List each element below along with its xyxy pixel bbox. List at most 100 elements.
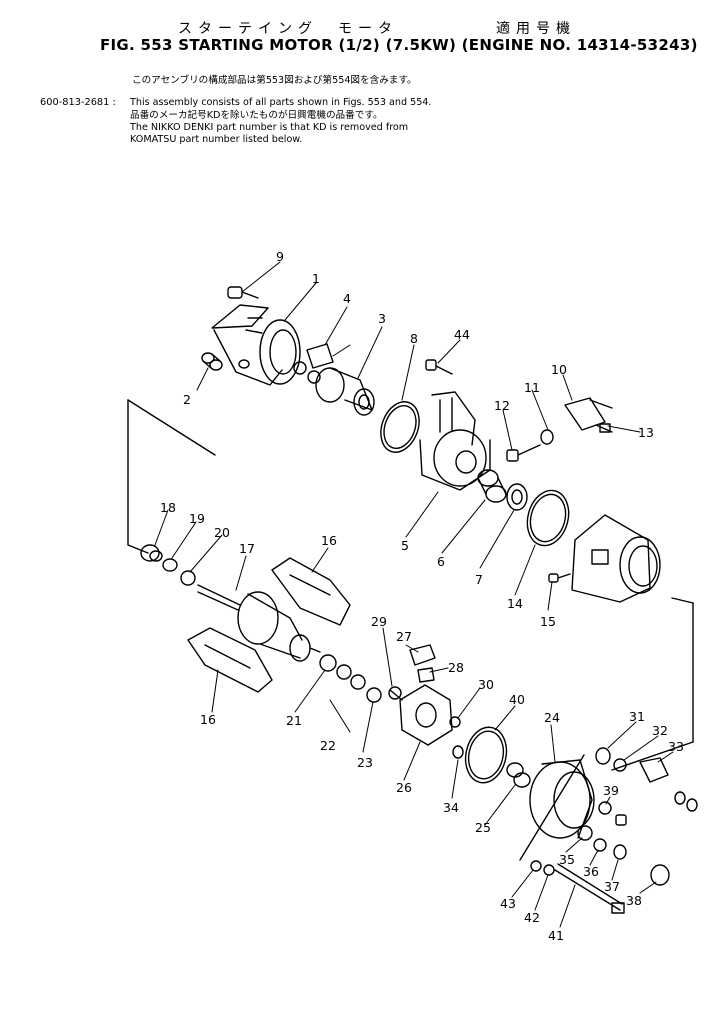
part-12-bolt [506,444,541,462]
part-43-washer [530,860,542,872]
callout-11: 11 [524,380,540,395]
note-line-5: KOMATSU part number listed below. [130,134,303,145]
part-22-washer-b [350,674,366,690]
part-18-cap [140,544,163,562]
callout-34: 34 [443,800,459,815]
part-3-pinion-clutch [315,367,375,416]
part-41-through-bolt [554,863,625,914]
leader-lines [154,261,674,928]
callout-7: 7 [475,572,483,587]
note-line-1: このアセンブリの構成部品は第553図および第554図を含みます。 [132,75,417,86]
callout-25: 25 [475,820,491,835]
callout-26: 26 [396,780,412,795]
callout-1: 1 [312,271,320,286]
callout-41: 41 [548,928,564,943]
callout-33: 33 [668,739,684,754]
part-9-screw [227,286,259,299]
part-5-center-housing [419,391,491,491]
callout-16-lower: 16 [200,712,216,727]
part-32-washer [613,758,627,772]
part-40-o-ring [464,726,508,784]
part-21-washer [319,654,337,672]
part-29-spring [388,686,403,701]
part-33-nut-a [674,791,686,805]
part-34-washer [452,745,464,759]
callout-42: 42 [524,910,540,925]
part-7-bearing [506,483,528,511]
part-37-nut [613,844,627,860]
part-4-bushings [293,343,334,384]
group-line-left [127,399,149,554]
callout-40: 40 [509,692,525,707]
note-line-3: 品番のメーカ記号KDを除いたものが日興電機の品番です。 [130,110,383,121]
callout-17: 17 [239,541,255,556]
part-42-washer [543,864,555,876]
callout-23: 23 [357,755,373,770]
part-35-bushing [577,825,593,841]
part-15-screw [548,573,571,583]
part-23-washer [366,687,382,703]
part-30-washer [449,716,461,728]
callout-24: 24 [544,710,560,725]
callout-28: 28 [448,660,464,675]
part-39-bolt [615,814,627,826]
figure-title: FIG. 553 STARTING MOTOR (1/2) (7.5KW) (E… [100,36,698,54]
callout-16-upper: 16 [321,533,337,548]
part-19-washer [162,558,178,572]
callout-14: 14 [507,596,523,611]
callout-32: 32 [652,723,668,738]
callout-20: 20 [214,525,230,540]
callout-36: 36 [583,864,599,879]
part-25-bushing [506,762,531,788]
part-44-screw [425,359,453,375]
part-36-washer [593,838,607,852]
part-22-washer-a [336,664,352,680]
callout-18: 18 [160,500,176,515]
callout-31: 31 [629,709,645,724]
part-16-field-coil-upper [271,557,351,626]
japanese-applicability-label: 適用号機 [496,21,576,37]
part-2-bushing [201,352,223,371]
part-8-o-ring [380,401,420,453]
part-28-brush [417,667,435,683]
part-14-o-ring [526,489,570,547]
callout-9: 9 [276,249,284,264]
part-33-nut-b [686,798,698,812]
callout-44: 44 [454,327,470,342]
callout-29: 29 [371,614,387,629]
callout-38: 38 [626,893,642,908]
callout-43: 43 [500,896,516,911]
part-27-brush [409,644,436,666]
part-24-rear-housing [529,759,595,839]
assembly-part-number: 600-813-2681 : [40,97,116,108]
callout-4: 4 [343,291,351,306]
callout-21: 21 [286,713,302,728]
part-17-armature [197,584,321,662]
callout-39: 39 [603,783,619,798]
callout-8: 8 [410,331,418,346]
callout-2: 2 [183,392,191,407]
part-20-washer [180,570,196,586]
callout-30: 30 [478,677,494,692]
part-yoke-frame [571,514,661,603]
part-11-washer [540,429,554,445]
japanese-title: スターテイング モータ [178,21,398,37]
group-line-right-top [671,597,694,604]
callout-12: 12 [494,398,510,413]
part-16-field-coil-lower [187,627,273,693]
callout-10: 10 [551,362,567,377]
callout-37: 37 [604,879,620,894]
callout-22: 22 [320,738,336,753]
part-26-brush-holder [399,684,453,746]
part-31-bushing [595,747,611,765]
part-39-washer [598,801,612,815]
callout-3: 3 [378,311,386,326]
note-line-4: The NIKKO DENKI part number is that KD i… [130,122,409,133]
callout-35: 35 [559,852,575,867]
callout-13: 13 [638,425,654,440]
part-10-terminal [564,397,613,433]
note-line-2: This assembly consists of all parts show… [130,97,432,108]
part-1-front-housing [211,304,301,386]
callout-19: 19 [189,511,205,526]
